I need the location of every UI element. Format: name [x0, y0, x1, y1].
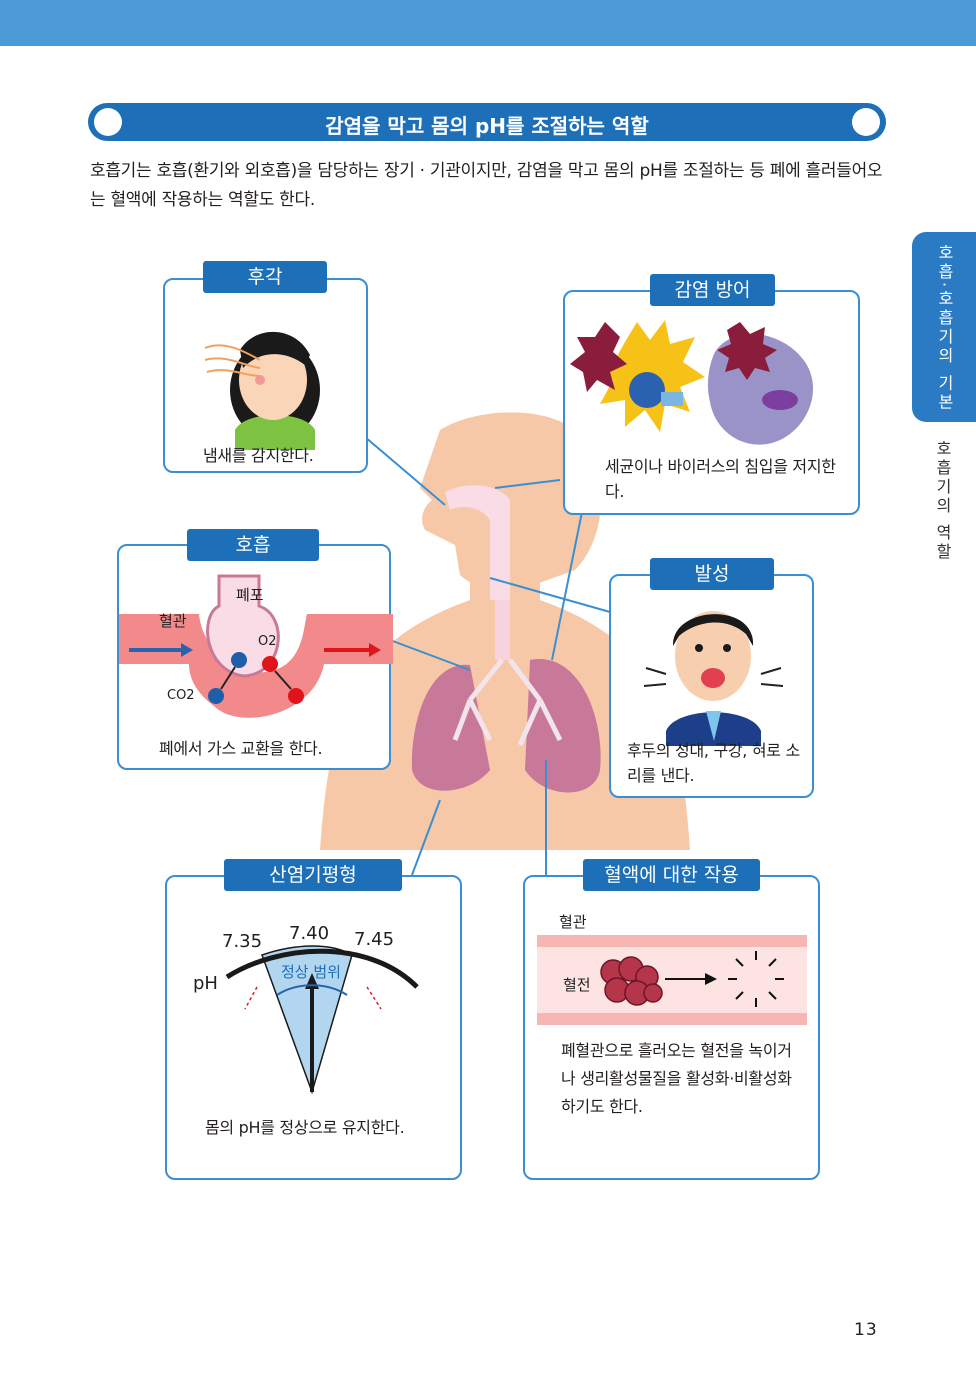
breathing-text: 폐에서 가스 교환을 한다. — [159, 739, 323, 758]
ph-gauge-icon — [225, 945, 419, 1095]
intro-paragraph: 호흡기는 호흡(환기와 외호흡)을 담당하는 장기 · 기관이지만, 감염을 막… — [90, 161, 883, 210]
gas-exchange-icon — [119, 574, 393, 718]
ph-tick-low: 7.35 — [222, 931, 263, 952]
side-tab-active[interactable]: 호흡·호흡기의 기본 — [912, 232, 976, 422]
blood-label: 혈액에 대한 작용 — [583, 859, 760, 891]
man-speaking-icon — [643, 611, 784, 746]
breathing-label: 호흡 — [187, 529, 319, 561]
section-title: 감염을 막고 몸의 pH를 조절하는 역할 — [325, 114, 649, 138]
blood-clot-icon — [537, 935, 807, 1025]
ph-tick-mid: 7.40 — [289, 923, 330, 944]
side-tab-sub[interactable]: 호흡기의 역할 — [933, 440, 952, 563]
smell-label: 후각 — [203, 261, 327, 293]
immune-defense-icon — [570, 320, 814, 445]
voice-box: 후두의 성대, 구강, 혀로 소리를 낸다. — [609, 574, 814, 798]
acidbase-label: 산염기평형 — [224, 859, 402, 891]
ph-tick-high: 7.45 — [354, 929, 395, 950]
section-title-banner: 감염을 막고 몸의 pH를 조절하는 역할 — [88, 103, 886, 141]
voice-label: 발성 — [650, 558, 774, 590]
blood-vessel-label: 혈관 — [559, 913, 587, 931]
co2-label: CO2 — [167, 688, 195, 703]
vessel-label: 혈관 — [159, 612, 187, 630]
defense-text: 세균이나 바이러스의 침입을 저지한다. — [605, 457, 836, 501]
blood-box: 혈관 혈전 폐혈관으로 흘러오는 혈전을 녹이거나 생리활성물질을 활성화·비활… — [523, 875, 820, 1180]
smell-text: 냄새를 감지한다. — [203, 446, 314, 465]
clot-label: 혈전 — [563, 976, 591, 994]
acidbase-text: 몸의 pH를 정상으로 유지한다. — [205, 1118, 405, 1137]
alveolus-label: 폐포 — [236, 586, 264, 604]
top-banner — [0, 0, 976, 46]
defense-box: 세균이나 바이러스의 침입을 저지한다. — [563, 290, 860, 515]
page-number: 13 — [854, 1320, 878, 1340]
voice-text: 후두의 성대, 구강, 혀로 소리를 낸다. — [627, 741, 800, 785]
blood-text: 폐혈관으로 흘러오는 혈전을 녹이거나 생리활성물질을 활성화·비활성화하기도 … — [561, 1041, 792, 1116]
breathing-box: 폐포 혈관 O2 CO2 폐에서 가스 교환을 한다. — [117, 544, 393, 770]
side-tab-label: 호흡·호흡기의 기본 — [935, 244, 954, 413]
ph-axis-label: pH — [193, 973, 218, 994]
o2-label: O2 — [258, 634, 277, 649]
normal-range-label: 정상 범위 — [281, 963, 341, 981]
defense-label: 감염 방어 — [650, 274, 775, 306]
acidbase-box: pH 7.35 7.40 7.45 정상 범위 몸의 pH를 정상으로 유지한다… — [165, 875, 462, 1180]
smell-box: 냄새를 감지한다. — [163, 278, 368, 473]
woman-smelling-icon — [204, 331, 320, 450]
